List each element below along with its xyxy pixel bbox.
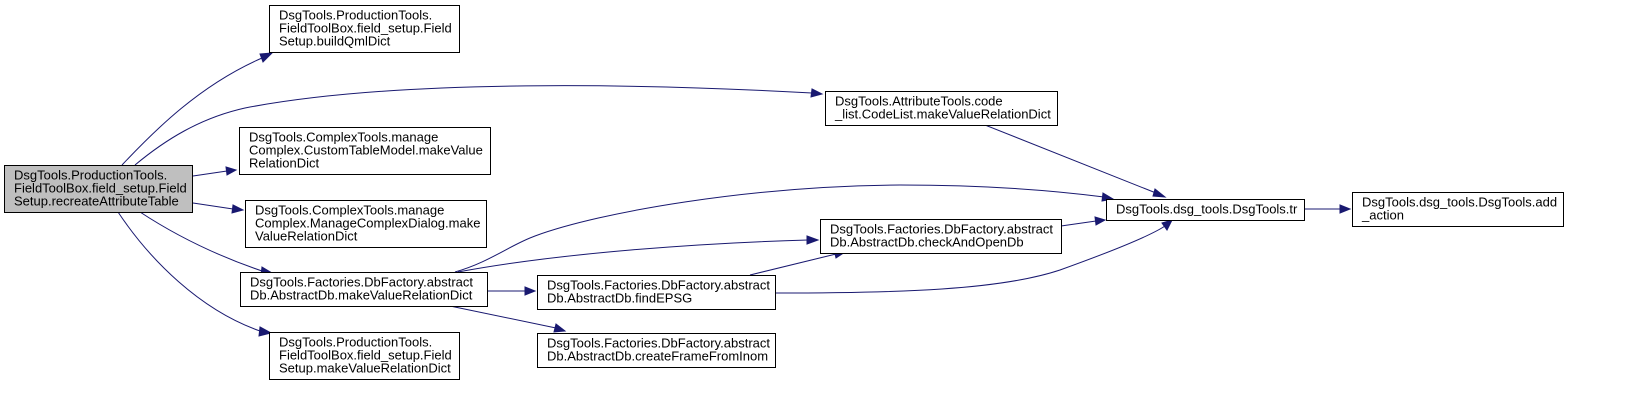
edge-arrowhead <box>1161 219 1173 231</box>
node-label-line: DsgTools.dsg_tools.DsgTools.tr <box>1116 202 1298 217</box>
node-buildQml[interactable]: DsgTools.ProductionTools.FieldToolBox.fi… <box>269 5 460 53</box>
edge-root-to-customTable <box>192 166 238 177</box>
edge-line <box>121 57 263 166</box>
node-label-line: _list.CodeList.makeValueRelationDict <box>834 107 1051 122</box>
node-addAction[interactable]: DsgTools.dsg_tools.DsgTools.add_action <box>1352 192 1564 227</box>
edge-line <box>449 305 557 329</box>
edge-root-to-complexDialog <box>192 202 245 214</box>
node-label-line: Setup.makeValueRelationDict <box>279 361 451 376</box>
edge-arrowhead <box>806 235 820 245</box>
node-codeList[interactable]: DsgTools.AttributeTools.code_list.CodeLi… <box>825 91 1058 126</box>
edge-arrowhead <box>553 323 567 333</box>
node-box[interactable] <box>239 127 491 175</box>
node-box[interactable] <box>820 219 1062 254</box>
node-label-line: DsgTools.ProductionTools. <box>279 335 432 350</box>
edge-line <box>454 184 1105 273</box>
node-complexDialog[interactable]: DsgTools.ComplexTools.manageComplex.Mana… <box>245 200 487 248</box>
node-label-line: DsgTools.ComplexTools.manage <box>255 203 444 218</box>
edge-line <box>139 211 263 272</box>
node-box[interactable] <box>1352 192 1564 227</box>
edge-findEPSG-to-tr <box>774 219 1173 294</box>
node-label-line: DsgTools.ProductionTools. <box>14 168 167 183</box>
edge-root-to-buildQml <box>121 52 274 166</box>
node-label-line: Complex.ManageComplexDialog.make <box>255 216 480 231</box>
node-label-line: DsgTools.AttributeTools.code <box>835 94 1003 109</box>
node-findEPSG[interactable]: DsgTools.Factories.DbFactory.abstractDb.… <box>537 275 776 310</box>
node-label-line: DsgTools.Factories.DbFactory.abstract <box>830 222 1053 237</box>
node-checkAndOpen[interactable]: DsgTools.Factories.DbFactory.abstractDb.… <box>820 219 1062 254</box>
edge-root-to-codeList <box>134 85 824 166</box>
node-label-line: Db.AbstractDb.makeValueRelationDict <box>250 288 473 303</box>
node-label-line: Setup.buildQmlDict <box>279 34 391 49</box>
node-box[interactable] <box>245 200 487 248</box>
node-box[interactable] <box>825 91 1058 126</box>
edge-arrowhead <box>1339 204 1352 214</box>
node-label-line: DsgTools.Factories.DbFactory.abstract <box>547 278 770 293</box>
node-label-line: RelationDict <box>249 156 319 171</box>
edge-dbMakeValue-to-createFrame <box>449 305 567 333</box>
node-box[interactable] <box>537 275 776 310</box>
node-label-line: DsgTools.ComplexTools.manage <box>249 130 438 145</box>
nodes-layer: DsgTools.ProductionTools.FieldToolBox.fi… <box>4 5 1564 380</box>
node-customTable[interactable]: DsgTools.ComplexTools.manageComplex.Cust… <box>239 127 491 175</box>
node-box[interactable] <box>269 5 460 53</box>
edge-line <box>457 239 809 273</box>
node-label-line: ValueRelationDict <box>255 229 358 244</box>
node-label-line: Setup.recreateAttributeTable <box>14 194 179 209</box>
node-label-line: DsgTools.ProductionTools. <box>279 8 432 23</box>
node-label-line: FieldToolBox.field_setup.Field <box>14 181 187 196</box>
node-box[interactable] <box>1106 199 1305 221</box>
edge-line <box>117 211 261 332</box>
node-label-line: Db.AbstractDb.findEPSG <box>547 291 692 306</box>
edges-layer <box>117 52 1352 337</box>
node-box[interactable] <box>240 272 488 307</box>
node-fieldMakeValue[interactable]: DsgTools.ProductionTools.FieldToolBox.fi… <box>269 332 460 380</box>
edge-arrowhead <box>1094 216 1107 226</box>
node-label-line: _action <box>1361 208 1404 223</box>
edge-line <box>192 170 228 177</box>
node-label-line: Db.AbstractDb.createFrameFromInom <box>547 349 768 364</box>
edge-arrowhead <box>231 204 245 214</box>
edge-line <box>1060 220 1097 227</box>
edge-codeList-to-tr <box>984 124 1167 198</box>
node-label-line: Db.AbstractDb.checkAndOpenDb <box>830 235 1024 250</box>
node-box[interactable] <box>269 332 460 380</box>
node-dbMakeValue[interactable]: DsgTools.Factories.DbFactory.abstractDb.… <box>240 272 488 307</box>
edge-root-to-fieldMakeValue <box>117 211 273 337</box>
edge-line <box>774 225 1166 294</box>
edge-arrowhead <box>258 326 273 337</box>
node-label-line: Complex.CustomTableModel.makeValue <box>249 143 483 158</box>
edge-line <box>134 85 813 166</box>
edge-arrowhead <box>810 88 824 98</box>
edge-arrowhead <box>225 166 238 176</box>
edge-line <box>984 124 1157 194</box>
edge-line <box>749 253 837 276</box>
edge-arrowhead <box>524 286 537 296</box>
edge-tr-to-addAction <box>1304 204 1352 214</box>
node-label-line: FieldToolBox.field_setup.Field <box>279 21 452 36</box>
node-label-line: DsgTools.Factories.DbFactory.abstract <box>547 336 770 351</box>
node-box[interactable] <box>4 165 193 213</box>
edge-arrowhead <box>259 52 274 63</box>
node-label-line: DsgTools.dsg_tools.DsgTools.add <box>1362 195 1557 210</box>
node-label-line: FieldToolBox.field_setup.Field <box>279 348 452 363</box>
edge-dbMakeValue-to-checkAndOpen <box>457 235 820 273</box>
node-root[interactable]: DsgTools.ProductionTools.FieldToolBox.fi… <box>4 165 193 213</box>
node-label-line: DsgTools.Factories.DbFactory.abstract <box>250 275 473 290</box>
edge-checkAndOpen-to-tr <box>1060 216 1107 227</box>
edge-line <box>192 202 234 210</box>
node-tr[interactable]: DsgTools.dsg_tools.DsgTools.tr <box>1106 199 1305 221</box>
node-createFrame[interactable]: DsgTools.Factories.DbFactory.abstractDb.… <box>537 333 776 368</box>
edge-dbMakeValue-to-findEPSG <box>487 286 537 296</box>
edge-arrowhead <box>1152 188 1167 198</box>
node-box[interactable] <box>537 333 776 368</box>
